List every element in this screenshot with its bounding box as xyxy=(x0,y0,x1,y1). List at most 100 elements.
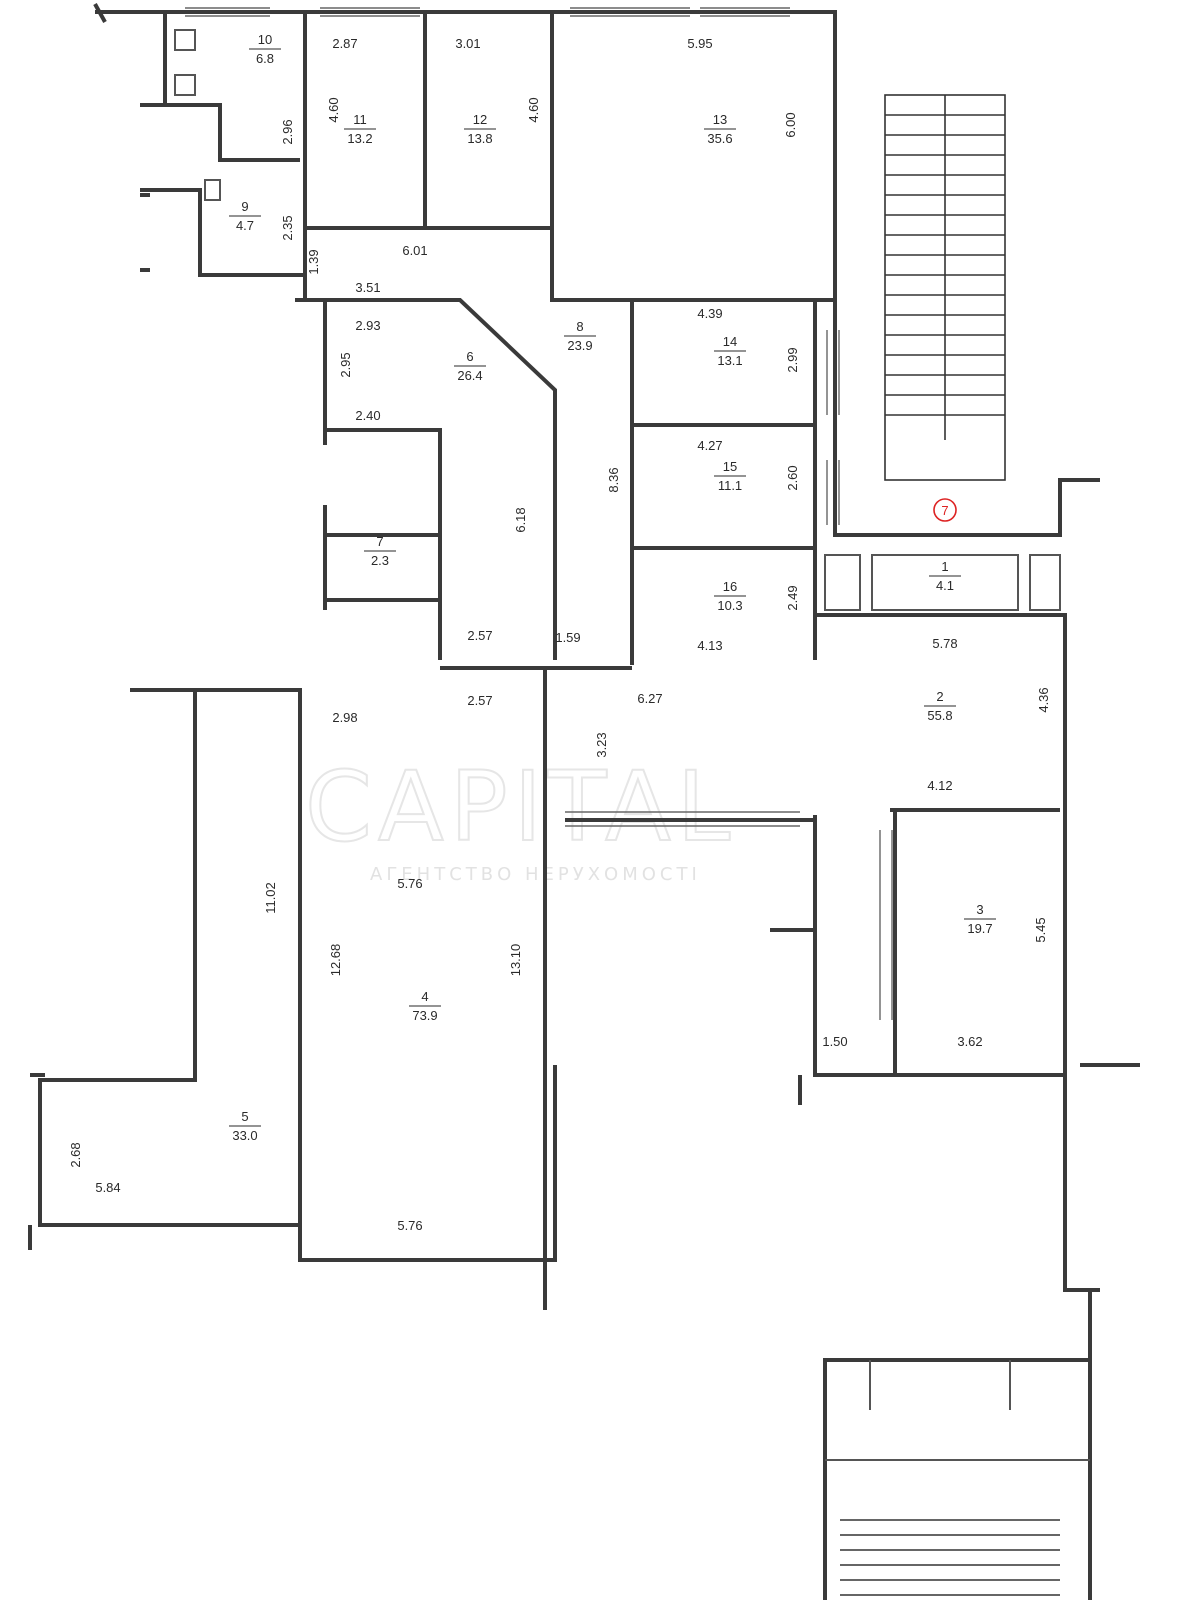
wall-stair-hall xyxy=(833,300,1100,537)
dimension-label: 5.78 xyxy=(932,636,957,651)
wall-room-2-right xyxy=(813,550,1067,1045)
room-number: 9 xyxy=(241,199,248,214)
wall-room-9 xyxy=(140,103,305,277)
room-number: 6 xyxy=(466,349,473,364)
entrance-circle-icon xyxy=(933,498,957,522)
stairs-top xyxy=(884,94,1006,481)
wall-room-6 xyxy=(323,300,442,660)
room-label-2: 255.8 xyxy=(924,689,956,723)
wall-bottom-stair xyxy=(823,1358,1090,1600)
dimension-label: 3.62 xyxy=(957,1034,982,1049)
dimension-label: 2.57 xyxy=(467,628,492,643)
room-area: 2.3 xyxy=(371,553,389,568)
dimension-label: 2.95 xyxy=(338,352,353,377)
dimension-label: 4.12 xyxy=(927,778,952,793)
dimension-label: 5.84 xyxy=(95,1180,120,1195)
wall-room-3 xyxy=(813,808,1065,1077)
room-area: 23.9 xyxy=(567,338,592,353)
wall-right-stub xyxy=(1063,1045,1140,1292)
dimension-label: 4.39 xyxy=(697,306,722,321)
wall-break-top-left xyxy=(93,3,107,23)
room-area: 26.4 xyxy=(457,368,482,383)
dimension-label: 4.27 xyxy=(697,438,722,453)
outer-wall-top xyxy=(95,10,837,300)
room-number: 13 xyxy=(713,112,727,127)
watermark-logo: CAPITAL xyxy=(305,751,736,863)
room-number: 11 xyxy=(353,112,367,127)
wall-lower-corridor xyxy=(440,666,632,930)
room-area: 35.6 xyxy=(707,131,732,146)
dimension-label: 2.68 xyxy=(68,1142,83,1167)
dimension-label: 6.27 xyxy=(637,691,662,706)
wall-room-4 xyxy=(130,688,557,1262)
room-number: 7 xyxy=(376,534,383,549)
wall-room-5-stubs xyxy=(28,1073,45,1250)
wall-rooms-14-16 xyxy=(630,300,817,665)
wall-room-6-diagonal xyxy=(295,298,557,660)
room-label-10: 106.8 xyxy=(249,32,281,66)
room-area: 10.3 xyxy=(717,598,742,613)
wall-room-1-fixtures xyxy=(824,554,1061,611)
wall-stubs-left xyxy=(140,193,150,272)
room-number: 4 xyxy=(421,989,428,1004)
room-label-3: 319.7 xyxy=(964,902,996,936)
room-number: 16 xyxy=(723,579,737,594)
dimension-label: 4.60 xyxy=(526,97,541,122)
wall-room-3-stubs xyxy=(770,928,815,1105)
dimension-label: 1.59 xyxy=(555,630,580,645)
room-area: 4.7 xyxy=(236,218,254,233)
room-label-13: 13 35.6 xyxy=(704,112,736,146)
dimension-label: 6.18 xyxy=(513,507,528,532)
dimension-label: 2.60 xyxy=(785,465,800,490)
wc-fixtures xyxy=(174,29,221,201)
dimension-label: 1.50 xyxy=(822,1034,847,1049)
dimension-label: 5.76 xyxy=(397,1218,422,1233)
dimension-label: 2.49 xyxy=(785,585,800,610)
wall-room-10 xyxy=(163,12,300,162)
top-windows xyxy=(185,7,790,17)
room-number: 1 xyxy=(941,559,948,574)
dimension-label: 5.45 xyxy=(1033,917,1048,942)
room-number: 3 xyxy=(976,902,983,917)
stair-bottom-treads xyxy=(840,1519,1060,1596)
room-area: 33.0 xyxy=(232,1128,257,1143)
dimension-label: 4.60 xyxy=(326,97,341,122)
stairs-bottom xyxy=(823,1358,1090,1600)
dimension-label: 6.01 xyxy=(402,243,427,258)
right-windows xyxy=(826,330,840,525)
room-label-5: 533.0 xyxy=(229,1109,261,1143)
room-label-7: 72.3 xyxy=(364,534,396,568)
dimension-label: 8.36 xyxy=(606,467,621,492)
room-label-1: 14.1 xyxy=(929,559,961,593)
dimension-label: 3.01 xyxy=(455,36,480,51)
room-label-9: 94.7 xyxy=(229,199,261,233)
dimension-label: 2.87 xyxy=(332,36,357,51)
windows xyxy=(185,7,893,1020)
room-number: 8 xyxy=(576,319,583,334)
wall-room-5 xyxy=(38,690,300,1227)
room-number: 12 xyxy=(473,112,487,127)
dimension-label: 3.51 xyxy=(355,280,380,295)
room-number: 5 xyxy=(241,1109,248,1124)
bottom-stair-walls xyxy=(825,1360,1090,1461)
room-number: 2 xyxy=(936,689,943,704)
entrance-marker: 7 xyxy=(933,498,957,522)
room-area: 19.7 xyxy=(967,921,992,936)
dimension-label: 6.00 xyxy=(783,112,798,137)
room-number: 10 xyxy=(258,32,272,47)
dimension-label: 2.96 xyxy=(280,119,295,144)
room-number: 14 xyxy=(723,334,737,349)
room-label-8: 823.9 xyxy=(564,319,596,353)
room-area: 6.8 xyxy=(256,51,274,66)
dimension-label: 1.39 xyxy=(306,249,321,274)
dimension-label: 2.98 xyxy=(332,710,357,725)
room-2-windows xyxy=(565,811,893,1020)
entrance-number: 7 xyxy=(941,503,948,518)
walls xyxy=(28,3,1140,1600)
